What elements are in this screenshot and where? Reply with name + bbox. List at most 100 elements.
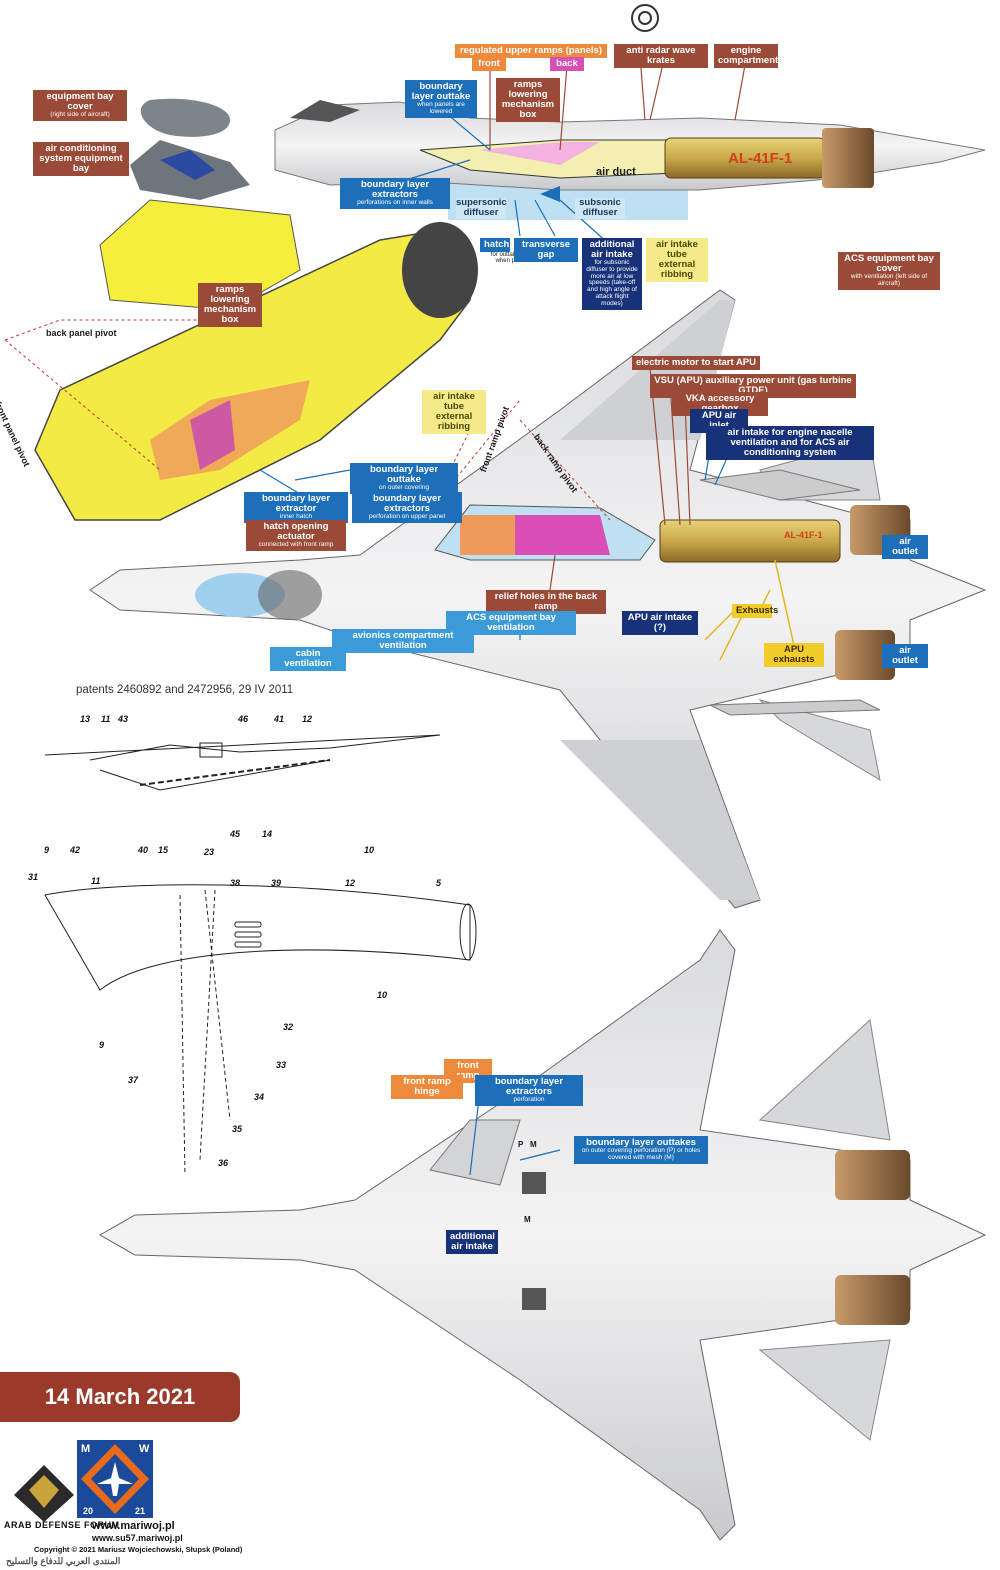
site2-text: www.su57.mariwoj.pl <box>92 1533 183 1543</box>
duct-end <box>402 222 478 318</box>
patent-drawings <box>44 734 477 1176</box>
label-front: front <box>472 57 506 71</box>
logo-m: M <box>81 1443 90 1455</box>
patent-num-42: 42 <box>70 845 81 855</box>
mesh-panel-1 <box>522 1172 546 1194</box>
mw-logo-icon: M W 20 21 <box>77 1440 153 1518</box>
patent-num-38: 38 <box>230 878 241 888</box>
patent-num-31: 31 <box>28 872 39 882</box>
mark-m1: M <box>530 1140 537 1149</box>
text-engine-top: AL-41F-1 <box>728 150 793 167</box>
forum-emblem-icon <box>14 1465 74 1522</box>
text-engine-mid: AL-41F-1 <box>784 530 823 540</box>
canopy-frame <box>258 570 322 620</box>
engine-mid <box>659 519 841 563</box>
mark-m2: M <box>524 1215 531 1224</box>
text-back-panel-pivot: back panel pivot <box>46 328 117 338</box>
date-banner: 14 March 2021 <box>0 1372 240 1422</box>
label-ribbing-mid: air intake tube external ribbing <box>422 390 486 434</box>
patent-num-9: 9 <box>44 845 50 855</box>
nozzle-mid-2 <box>835 630 895 680</box>
nozzle-side <box>822 128 874 188</box>
watermark-text: ARAB DEFENSE FORUM <box>4 1520 120 1530</box>
label-ramps-lowering-mid: ramps lowering mechanism box <box>198 283 262 327</box>
label-air-outlet-1: air outlet <box>882 535 928 559</box>
patent-num-12: 12 <box>302 714 313 724</box>
patent-num-45: 45 <box>230 829 241 839</box>
label-front-ramp-hinge: front ramp hinge <box>391 1075 463 1099</box>
callout-lines <box>489 54 746 591</box>
back-ramp-mid <box>515 515 610 555</box>
label-electric-motor: electric motor to start APU <box>632 356 760 370</box>
label-ramps-lowering-top: ramps lowering mechanism box <box>496 78 560 122</box>
label-apu-exhausts: APU exhausts <box>764 643 824 667</box>
label-ac-bay: air conditioning system equipment bay <box>33 142 129 176</box>
label-hatch: hatch <box>480 238 510 252</box>
slot-3 <box>234 941 262 948</box>
label-engine-compartment: engine compartment <box>714 44 778 68</box>
patent-num-5: 5 <box>436 878 442 888</box>
airflow-arrow <box>540 186 560 202</box>
patent-num-11: 11 <box>101 714 111 724</box>
logo-21: 21 <box>135 1506 145 1516</box>
patent-num-32: 32 <box>283 1022 294 1032</box>
slot-2 <box>234 931 262 938</box>
patent-num-9b: 9 <box>99 1040 105 1050</box>
tail-bottom-2 <box>758 1339 891 1441</box>
patent-num-36: 36 <box>218 1158 229 1168</box>
logo-jet <box>97 1462 133 1496</box>
intake-bottom <box>429 1119 521 1186</box>
patent-num-46: 46 <box>238 714 249 724</box>
patent-upper-lines <box>44 734 441 791</box>
patent-box-46 <box>199 742 223 758</box>
pivot-lines <box>4 319 220 471</box>
slot-1 <box>234 921 262 928</box>
front-ramp-mid <box>460 515 515 555</box>
patent-lower-dash <box>179 889 231 1176</box>
patent-num-14: 14 <box>262 829 273 839</box>
site1-text: www.mariwoj.pl <box>92 1520 175 1532</box>
label-subsonic: subsonic diffuser <box>575 197 625 219</box>
watermark-arabic: المنتدى العربي للدفاع والتسليح <box>6 1556 121 1566</box>
radar-icon-inner <box>638 11 652 25</box>
pod-lower <box>709 699 881 716</box>
text-air-duct: air duct <box>596 166 636 178</box>
yellow-frame <box>99 199 301 311</box>
label-nacelle-intake: air intake for engine nacelle ventilatio… <box>706 426 874 460</box>
label-regulated-upper-ramps: regulated upper ramps (panels) <box>455 44 607 58</box>
label-cabin-vent: cabin ventilation <box>270 647 346 671</box>
patent-num-10b: 10 <box>377 990 388 1000</box>
logo-20: 20 <box>83 1506 93 1516</box>
patent-num-33: 33 <box>276 1060 287 1070</box>
patent-num-43: 43 <box>118 714 129 724</box>
label-air-outlet-2: air outlet <box>882 644 928 668</box>
airframe-bottom <box>98 929 987 1541</box>
nacelle-pod <box>699 469 861 501</box>
patents-caption: patents 2460892 and 2472956, 29 IV 2011 <box>76 684 294 696</box>
label-anti-radar: anti radar wave krates <box>614 44 708 68</box>
patent-num-15: 15 <box>158 845 169 855</box>
patent-num-41: 41 <box>274 714 285 724</box>
duct-cutaway <box>34 229 471 521</box>
patent-num-23: 23 <box>204 847 215 857</box>
label-ribbing-top: air intake tube external ribbing <box>646 238 708 282</box>
label-back: back <box>550 57 584 71</box>
cutaway-left <box>4 98 478 521</box>
patent-dash <box>139 759 331 786</box>
canopy-side <box>290 100 360 122</box>
label-equipment-bay-cover: equipment bay cover(right side of aircra… <box>33 90 127 121</box>
nozzle-bottom-2 <box>835 1275 910 1325</box>
radar-icon <box>631 4 659 32</box>
ramp-pink <box>480 142 600 165</box>
patent-num-12b: 12 <box>345 878 356 888</box>
tail-bottom-1 <box>758 1019 891 1141</box>
